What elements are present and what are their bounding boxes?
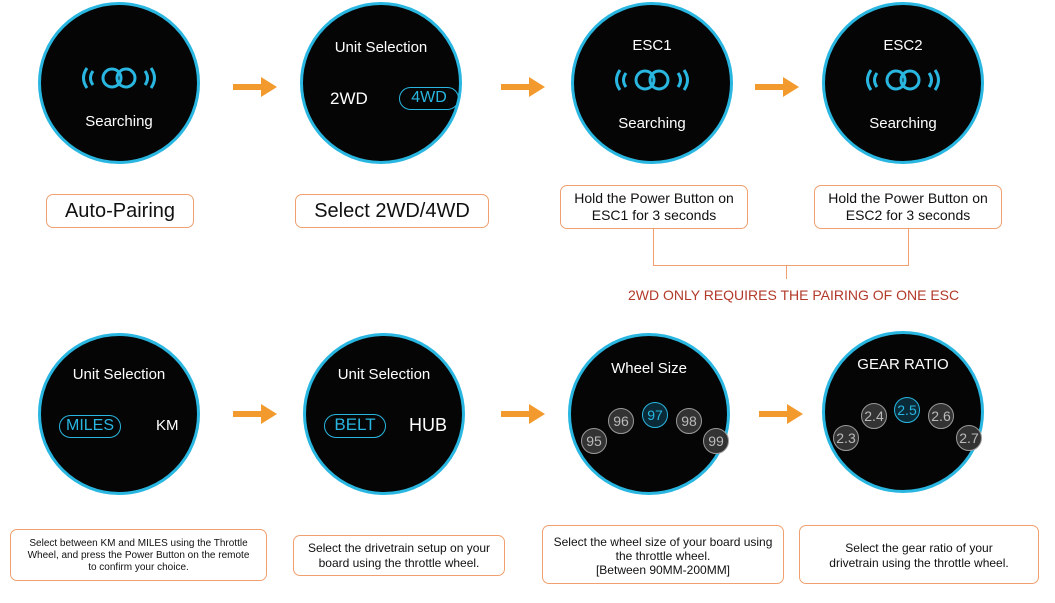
screen-title: Wheel Size	[611, 360, 687, 377]
caption-line: Select between KM and MILES using the Th…	[29, 538, 248, 549]
option-4wd-selected: 4WD	[399, 87, 459, 110]
pairing-signal-icon	[866, 69, 940, 91]
caption-line: Select the drivetrain setup on your	[307, 541, 491, 555]
caption-drivetrain: Select the drivetrain setup on your boar…	[293, 535, 505, 576]
pairing-signal-icon	[615, 69, 689, 91]
status-text: Searching	[85, 113, 153, 130]
wheel-size-option: 95	[581, 428, 607, 454]
caption-gear-ratio: Select the gear ratio of your drivetrain…	[799, 525, 1039, 584]
esc1-screen: ESC1 Searching	[571, 2, 733, 164]
wheel-size-option: 99	[703, 428, 729, 454]
caption-esc1: Hold the Power Button on ESC1 for 3 seco…	[560, 185, 748, 229]
screen-title: ESC1	[632, 37, 672, 54]
gear-ratio-option: 2.3	[833, 425, 859, 451]
option-2wd: 2WD	[330, 89, 368, 108]
option-miles-selected: MILES	[59, 415, 121, 438]
caption-line: to confirm your choice.	[88, 562, 189, 573]
screen-title: ESC2	[883, 37, 923, 54]
caption-line: ESC2 for 3 seconds	[845, 207, 971, 223]
arrow-right-icon	[501, 404, 545, 424]
screen-title: GEAR RATIO	[857, 356, 949, 373]
caption-line: [Between 90MM-200MM]	[595, 563, 731, 577]
connector-bracket	[653, 229, 909, 266]
caption-line: Hold the Power Button on	[828, 190, 988, 206]
gear-ratio-option-selected: 2.5	[894, 397, 920, 423]
screen-title: Unit Selection	[72, 366, 166, 383]
caption-line: ESC1 for 3 seconds	[591, 207, 717, 223]
option-hub: HUB	[409, 415, 448, 435]
wheel-size-screen: Wheel Size 95 96 97 98 99	[568, 333, 730, 495]
auto-pairing-screen: Searching	[38, 2, 200, 164]
caption-line: drivetrain using the throttle wheel.	[829, 556, 1009, 570]
gear-ratio-option: 2.6	[928, 403, 954, 429]
caption-wheel-size: Select the wheel size of your board usin…	[542, 525, 784, 584]
caption-esc2: Hold the Power Button on ESC2 for 3 seco…	[814, 185, 1002, 229]
gear-ratio-option: 2.7	[956, 425, 982, 451]
units-screen: Unit Selection MILES KM	[38, 333, 200, 495]
gear-ratio-option: 2.4	[861, 403, 887, 429]
option-km: KM	[156, 417, 179, 434]
screen-title: Unit Selection	[337, 366, 431, 383]
screen-title: Unit Selection	[334, 39, 428, 56]
caption-line: Select the gear ratio of your	[845, 541, 993, 555]
caption-line: the throttle wheel.	[615, 549, 711, 563]
caption-line: Select the wheel size of your board usin…	[553, 535, 773, 549]
connector-stem	[786, 265, 787, 279]
option-belt-selected: BELT	[324, 414, 386, 438]
pairing-signal-icon	[82, 67, 156, 89]
arrow-right-icon	[233, 77, 277, 97]
wheel-size-option: 98	[676, 408, 702, 434]
arrow-right-icon	[759, 404, 803, 424]
caption-line: board using the throttle wheel.	[318, 556, 480, 570]
status-text: Searching	[618, 115, 686, 132]
arrow-right-icon	[501, 77, 545, 97]
caption-auto-pairing: Auto-Pairing	[46, 194, 194, 228]
caption-line: Hold the Power Button on	[574, 190, 734, 206]
esc2-screen: ESC2 Searching	[822, 2, 984, 164]
esc-pairing-note: 2WD ONLY REQUIRES THE PAIRING OF ONE ESC	[628, 287, 960, 303]
wheel-size-option: 96	[608, 408, 634, 434]
caption-units: Select between KM and MILES using the Th…	[10, 529, 267, 581]
caption-select-drive: Select 2WD/4WD	[295, 194, 489, 228]
status-text: Searching	[869, 115, 937, 132]
gear-ratio-screen: GEAR RATIO 2.3 2.4 2.5 2.6 2.7	[822, 331, 984, 493]
caption-line: Wheel, and press the Power Button on the…	[27, 550, 250, 561]
drivetrain-screen: Unit Selection BELT HUB	[303, 333, 465, 495]
drive-select-screen: Unit Selection 2WD 4WD	[300, 2, 462, 164]
arrow-right-icon	[755, 77, 799, 97]
wheel-size-option-selected: 97	[642, 402, 668, 428]
arrow-right-icon	[233, 404, 277, 424]
